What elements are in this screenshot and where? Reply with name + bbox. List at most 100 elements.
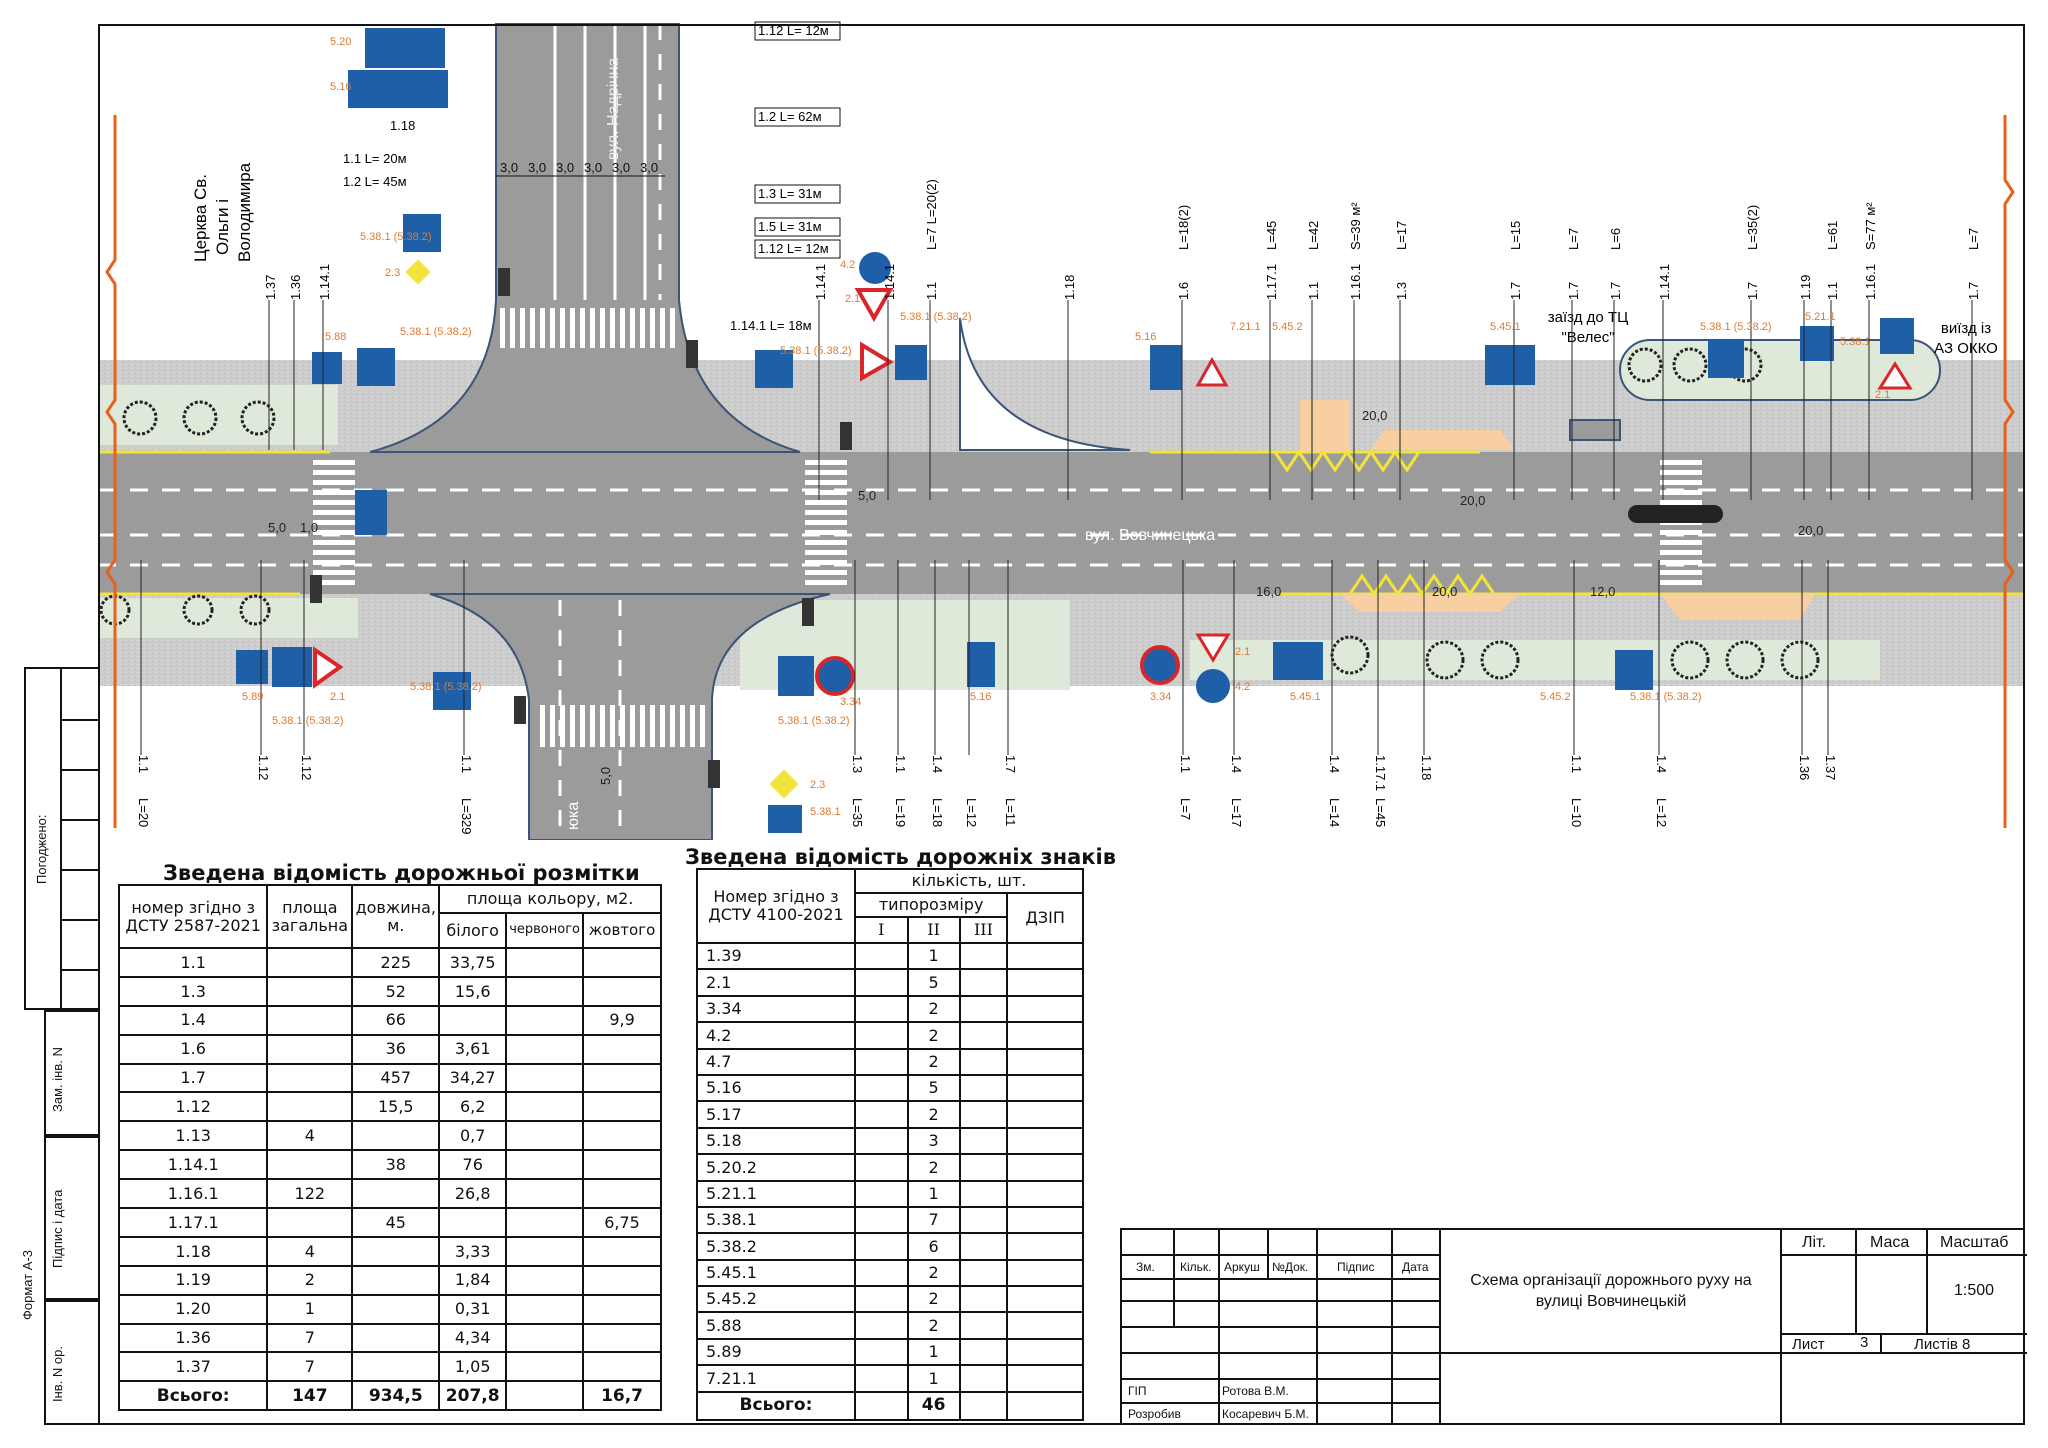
table-cell	[958, 968, 1009, 997]
svg-text:АЗ ОККО: АЗ ОККО	[1934, 340, 1998, 357]
table-cell	[958, 1179, 1009, 1208]
svg-text:L=35(2): L=35(2)	[1745, 205, 1760, 250]
table-cell: 1.39	[696, 941, 856, 971]
svg-text:L=12: L=12	[1654, 798, 1669, 827]
table-cell	[1006, 1179, 1084, 1208]
svg-text:L=7: L=7	[1966, 228, 1981, 250]
svg-text:1.19: 1.19	[1798, 275, 1813, 300]
table-cell	[505, 1004, 585, 1036]
marking-label: 1.7L=15	[1508, 221, 1523, 500]
svg-text:20,0: 20,0	[1432, 584, 1457, 599]
col-size: типорозміру	[853, 892, 1009, 918]
table-cell: 1.17.1	[117, 1207, 269, 1238]
table-cell: 0,31	[438, 1293, 508, 1325]
table-cell: 1.20	[117, 1293, 269, 1325]
svg-text:1.6: 1.6	[1176, 282, 1191, 300]
svg-text:L=329: L=329	[459, 798, 474, 835]
sign-label: 5.38.1 (5.38.2)	[272, 715, 344, 727]
pedestrian-crossing-sign	[403, 214, 441, 252]
table-cell: 2	[906, 1100, 961, 1129]
svg-text:виїзд із: виїзд із	[1941, 320, 1991, 337]
scale-label: Масштаб	[1940, 1234, 2009, 1251]
col-size-iii: III	[958, 916, 1009, 944]
table-cell: 1,05	[438, 1351, 508, 1383]
sign-label: 2.1	[330, 691, 345, 703]
svg-text:L=20: L=20	[136, 798, 151, 827]
table-cell	[582, 1091, 662, 1123]
table-cell	[1006, 1205, 1084, 1235]
yield-sign	[1195, 633, 1231, 663]
svg-text:1.1: 1.1	[1306, 282, 1321, 300]
marking-label: 1.7L=35(2)	[1745, 205, 1760, 500]
svg-text:1.1: 1.1	[924, 282, 939, 300]
table-cell: 1.36	[117, 1322, 269, 1354]
sign-label: 5.38.1	[1840, 336, 1871, 348]
svg-text:1.36: 1.36	[288, 275, 303, 300]
table-cell: 2	[906, 1311, 961, 1340]
table-cell: 1.37	[117, 1351, 269, 1383]
marking-label: 1.18	[1419, 560, 1434, 780]
marking-callouts: 1.12 L= 12м 1.2 L= 62м 1.3 L= 31м 1.5 L=…	[343, 21, 841, 333]
table-cell: 15,5	[351, 1091, 441, 1123]
marking-label: 1.36	[288, 275, 303, 450]
role-developer: Розробив	[1128, 1407, 1181, 1421]
table-cell: 2	[906, 1153, 961, 1182]
col-dzip: ДЗІП	[1006, 892, 1084, 944]
table-cell	[958, 1232, 1009, 1261]
svg-text:3,0: 3,0	[500, 160, 518, 175]
sign-label: 5.20	[330, 36, 351, 48]
sign-label: 5.38.1 (5.38.2)	[780, 345, 852, 357]
svg-text:5,0: 5,0	[598, 767, 613, 785]
table-cell: 3	[906, 1126, 961, 1156]
pedestrian-crossing-sign	[895, 345, 927, 380]
table-cell	[958, 941, 1009, 971]
lane-direction-sign-5-20	[365, 28, 445, 68]
signs-table: Номер згідно з ДСТУ 4100-2021 кількість,…	[696, 868, 1085, 1421]
table-cell: 4,34	[438, 1322, 508, 1354]
marking-label: 1.1L=42	[1306, 221, 1321, 500]
svg-text:1.1: 1.1	[1825, 282, 1840, 300]
table-cell	[505, 1322, 585, 1354]
table-cell: 3.34	[696, 994, 856, 1024]
distance-dimensions: 20,0 20,0 20,0 16,0 20,0 12,0 5,0 5,0 5,…	[268, 408, 1823, 785]
table-cell	[1006, 1126, 1084, 1156]
side-strip-inv-orig: Інв. N ор.	[44, 1300, 98, 1425]
sign-label: 5.16	[330, 81, 351, 93]
svg-text:1.2 L= 45м: 1.2 L= 45м	[343, 174, 407, 189]
table-cell	[505, 1033, 585, 1065]
table-cell: 7	[906, 1205, 961, 1235]
inv-orig-label: Інв. N ор.	[50, 1346, 65, 1402]
table-cell: 934,5	[351, 1380, 441, 1412]
table-cell: 76	[438, 1149, 508, 1181]
table-cell	[853, 1073, 909, 1103]
svg-text:1.17.1: 1.17.1	[1373, 755, 1388, 791]
table-cell	[505, 1380, 585, 1412]
table-cell	[1006, 1390, 1084, 1421]
sign-label: 5.38.1 (5.38.2)	[778, 715, 850, 727]
table-cell: 5.16	[696, 1073, 856, 1103]
lane-width-dimensions: 3,0 3,0 3,0 3,0 3,0 3,0	[496, 160, 665, 177]
svg-text:1.18: 1.18	[390, 118, 415, 133]
table-cell: 6,2	[438, 1091, 508, 1123]
bicycle-sign	[312, 352, 342, 384]
sign-label: 5.45.1	[1290, 691, 1321, 703]
svg-text:L=7: L=7	[1178, 798, 1193, 820]
col-size-ii: II	[906, 916, 961, 944]
table-cell: 5.88	[696, 1311, 856, 1340]
entry-label: заїзд до ТЦ "Велес"	[1548, 309, 1628, 346]
pedestrian-crossing-sign	[1880, 318, 1914, 354]
table-cell	[351, 1120, 441, 1152]
table-cell	[1006, 1258, 1084, 1288]
table-cell	[958, 1047, 1009, 1076]
svg-text:1.18: 1.18	[1419, 755, 1434, 780]
table-cell: 15,6	[438, 975, 508, 1007]
sign-label: 4.2	[1235, 681, 1250, 693]
table-cell: 4	[266, 1235, 354, 1267]
svg-text:1.17.1: 1.17.1	[1264, 264, 1279, 300]
col-yellow: жовтого	[582, 912, 662, 949]
